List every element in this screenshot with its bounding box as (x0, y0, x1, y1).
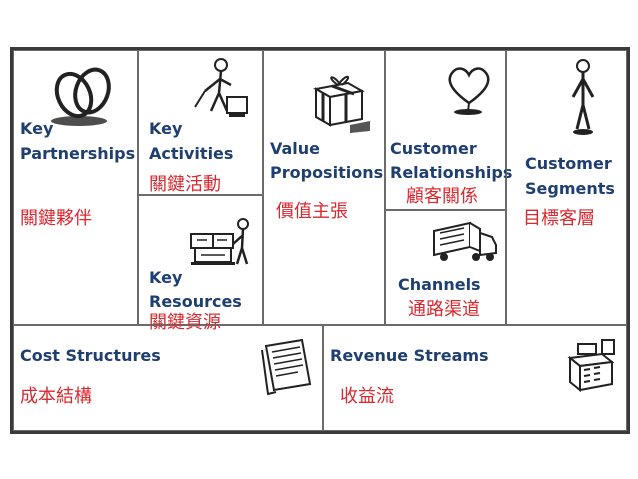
gift-box-icon (313, 75, 370, 133)
cell-key-partnerships: Key Partnerships 關鍵夥伴 (13, 50, 138, 325)
cell-key-activities: Key Activities 關鍵活動 (138, 50, 263, 195)
cell-cost-structures: Cost Structures 成本結構 (13, 325, 323, 431)
zh-label: 關鍵活動 (149, 174, 221, 195)
standing-person-icon (571, 59, 595, 135)
zh-label: 關鍵夥伴 (20, 208, 92, 229)
title-line: Key (149, 268, 183, 287)
title-line: Customer (525, 154, 612, 173)
rings-icon (51, 67, 111, 126)
invoice-icon (261, 338, 312, 396)
channels-title: Channels (398, 275, 481, 294)
person-mowing-icon (194, 58, 248, 117)
cost-structures-title: Cost Structures (20, 346, 161, 365)
zh-label: 關鍵資源 (149, 312, 221, 333)
cell-value-propositions: Value Propositions 價值主張 (263, 50, 385, 325)
heart-icon (448, 67, 490, 115)
title-line: Customer (390, 139, 477, 158)
zh-label: 收益流 (340, 386, 394, 407)
title-line: Relationships (390, 163, 513, 182)
person-with-boxes-icon (190, 218, 249, 265)
business-model-canvas: Key Partnerships 關鍵夥伴 Key Activities 關鍵活… (10, 47, 630, 434)
title-line: Partnerships (20, 144, 136, 163)
title-line: Resources (149, 292, 242, 311)
title-line: Propositions (270, 163, 384, 182)
cash-register-icon (567, 339, 615, 393)
cell-customer-relationships: Customer Relationships 顧客關係 (385, 50, 512, 210)
zh-label: 價值主張 (276, 201, 348, 222)
cell-revenue-streams: Revenue Streams 收益流 (323, 325, 627, 431)
zh-label: 顧客關係 (406, 186, 478, 207)
cell-customer-segments: Customer Segments 目標客層 (506, 50, 627, 325)
cell-channels: Channels 通路渠道 (385, 210, 506, 325)
title-line: Key (20, 119, 54, 138)
zh-label: 成本結構 (20, 386, 92, 407)
zh-label: 目標客層 (523, 208, 595, 229)
cell-key-resources: Key Resources 關鍵資源 (138, 195, 263, 333)
revenue-streams-title: Revenue Streams (330, 346, 489, 365)
zh-label: 通路渠道 (408, 299, 480, 320)
title-line: Segments (525, 179, 615, 198)
title-line: Activities (149, 144, 234, 163)
truck-icon (433, 221, 497, 261)
title-line: Key (149, 119, 183, 138)
title-line: Value (270, 139, 321, 158)
